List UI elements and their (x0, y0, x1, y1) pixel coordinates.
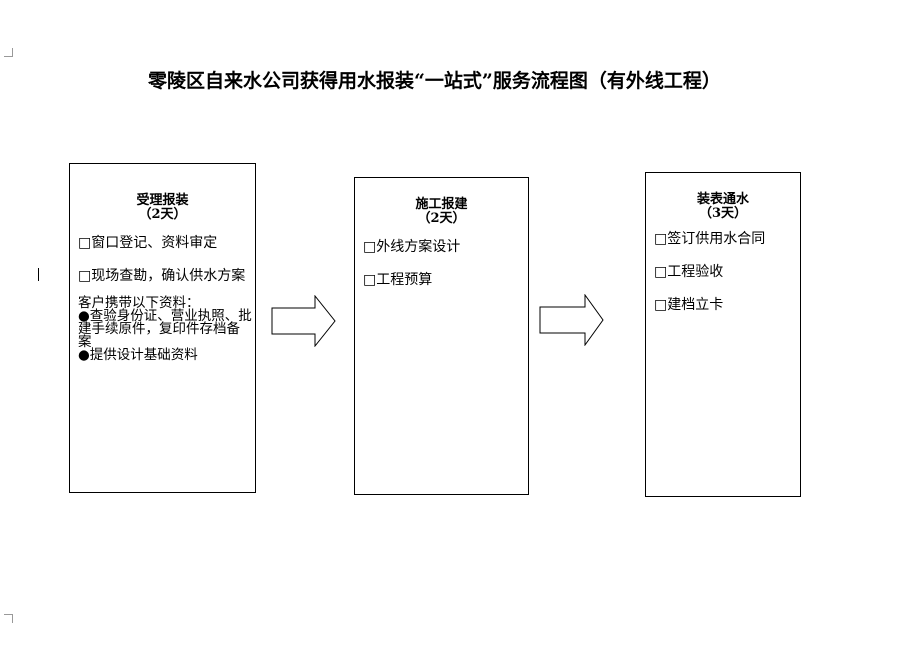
step-name: 施工报建 (415, 197, 468, 212)
step-item: □工程验收 (654, 264, 724, 280)
step-item: □工程预算 (363, 272, 433, 288)
step-item: □窗口登记、资料审定 (78, 235, 218, 251)
step-item: □建档立卡 (654, 297, 724, 313)
step-item: □签订供用水合同 (654, 231, 766, 247)
note-item: ●提供设计基础资料 (78, 347, 198, 363)
step-days: （2天） (138, 207, 187, 222)
arrow-right-icon (539, 294, 604, 346)
step-box-3: 装表通水 （3天） □签订供用水合同 □工程验收 □建档立卡 (645, 172, 801, 497)
step-days: （3天） (698, 206, 748, 221)
arrow-right-icon (271, 295, 336, 347)
step-item: □现场查勘，确认供水方案 (78, 268, 246, 284)
step-item: □外线方案设计 (363, 239, 461, 255)
page-corner-mark (4, 614, 13, 623)
page-title: 零陵区自来水公司获得用水报装“一站式”服务流程图（有外线工程） (148, 70, 721, 92)
step-name: 装表通水 (696, 192, 749, 207)
note-item: ●查验身份证、营业执照、批建手续原件，复印件存档备案 (78, 308, 252, 350)
step-box-2: 施工报建 （2天） □外线方案设计 □工程预算 (354, 177, 529, 495)
note-heading: 客户携带以下资料： (78, 295, 200, 311)
step-box-1: 受理报装 （2天） □窗口登记、资料审定 □现场查勘，确认供水方案 客户携带以下… (69, 163, 256, 493)
step-days: （2天） (417, 211, 466, 226)
step-name: 受理报装 (136, 193, 189, 208)
page-corner-mark (4, 48, 13, 57)
text-cursor (38, 268, 39, 281)
